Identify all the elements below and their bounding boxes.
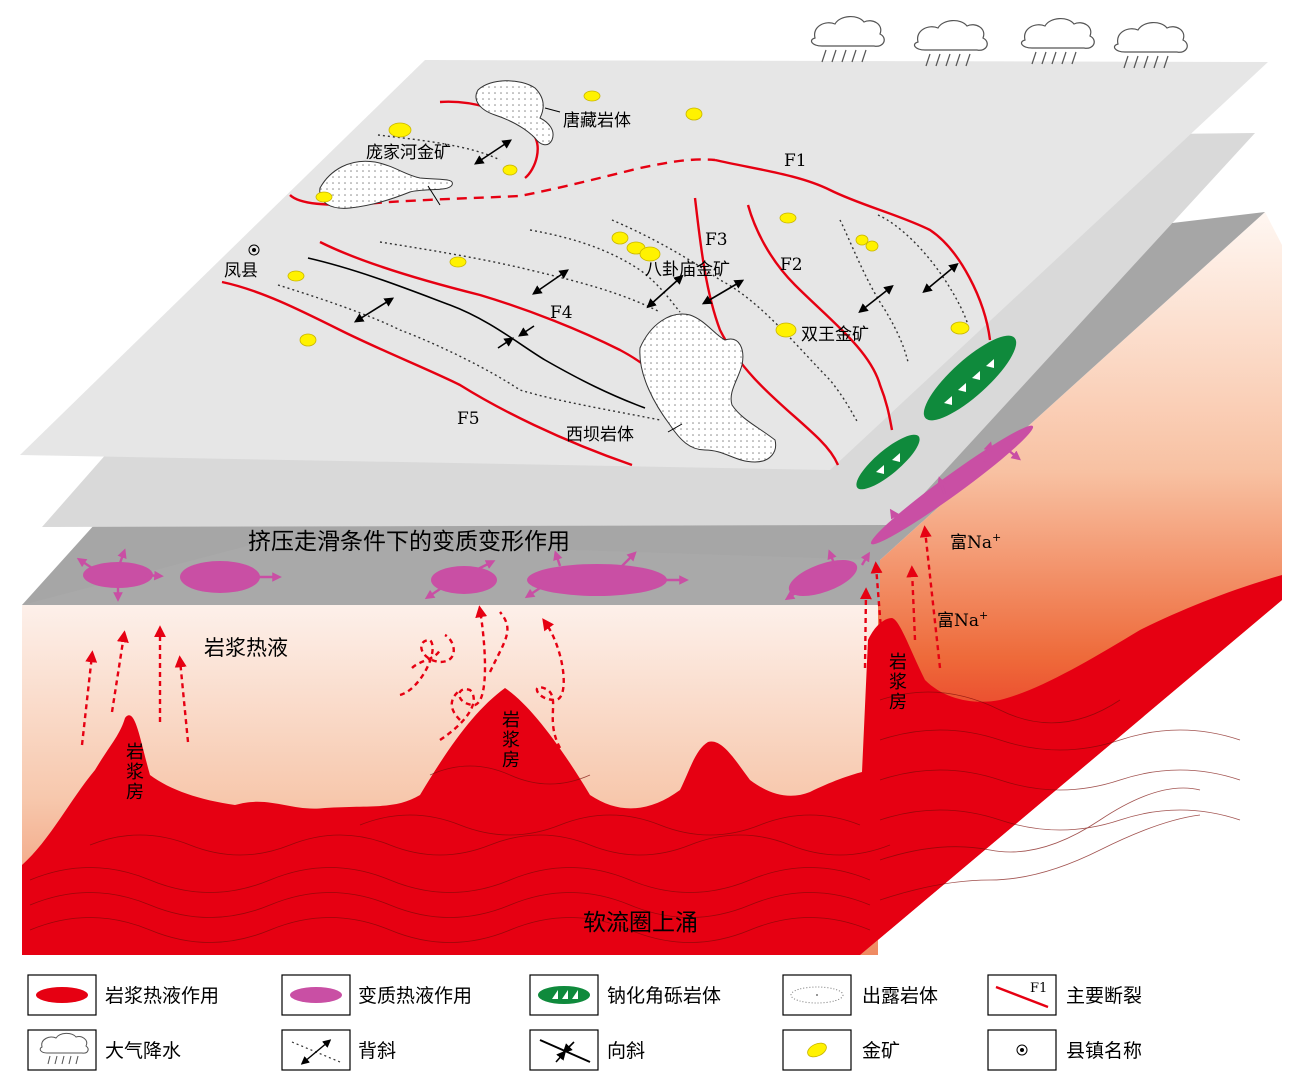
label-rich-na-upper: 富Na+ xyxy=(950,531,1001,553)
leader-lines xyxy=(427,107,683,433)
legend-label-10: 县镇名称 xyxy=(1066,1040,1142,1062)
outcrop-plutons xyxy=(319,80,777,463)
label-shuangwang: 双王金矿 xyxy=(801,325,869,345)
rain-cloud-icon xyxy=(1113,22,1188,69)
legend: 岩浆热液作用 变质热液作用 钠化角砾岩体 出露岩体 F1 主要断裂 xyxy=(27,974,1142,1071)
magma-ellipse-icon xyxy=(36,987,88,1003)
label-compression: 挤压走滑条件下的变质变形作用 xyxy=(248,529,570,555)
fengxian-town-icon xyxy=(248,244,260,256)
label-xiba: 西坝岩体 xyxy=(566,425,634,445)
legend-label-2: 变质热液作用 xyxy=(358,985,472,1007)
metamorphic-ellipse-icon xyxy=(290,987,342,1003)
label-f5: F5 xyxy=(457,409,480,429)
label-f1: F1 xyxy=(784,151,807,171)
block-body xyxy=(22,212,1282,955)
syncline-axis xyxy=(307,257,646,409)
rain-cloud-icon xyxy=(913,20,988,67)
label-tangzang: 唐藏岩体 xyxy=(563,110,631,131)
legend-label-3: 钠化角砾岩体 xyxy=(607,985,721,1007)
fault-f5 xyxy=(221,280,633,467)
syncline-icon xyxy=(539,1039,591,1063)
label-f4: F4 xyxy=(550,303,573,323)
gold-ores xyxy=(287,90,970,347)
town-icon xyxy=(1016,1044,1028,1056)
label-fengxian: 凤县 xyxy=(224,261,258,281)
legend-label-7: 背斜 xyxy=(358,1040,396,1062)
legend-label-5: 主要断裂 xyxy=(1066,985,1142,1007)
legend-label-9: 金矿 xyxy=(862,1040,900,1062)
anticline-icon xyxy=(291,1039,341,1065)
label-asthenosphere: 软流圈上涌 xyxy=(583,910,698,936)
legend-label-4: 出露岩体 xyxy=(862,985,938,1007)
asthenosphere-layer-lines xyxy=(29,691,1241,943)
outcrop-icon xyxy=(790,986,844,1004)
pangjiahe-pluton xyxy=(319,160,453,209)
gold-ore-icon xyxy=(807,1042,827,1058)
breccia-icon xyxy=(538,986,590,1004)
label-rich-na-lower: 富Na+ xyxy=(937,609,988,631)
top-map-layer xyxy=(20,60,1268,470)
label-f3: F3 xyxy=(705,230,728,250)
label-magma-fluid: 岩浆热液 xyxy=(204,636,288,660)
fault-line-icon xyxy=(995,985,1049,1009)
xiba-pluton xyxy=(639,313,777,463)
label-chamber-middle: 岩浆房 xyxy=(502,710,520,771)
syncline-arrows xyxy=(497,325,535,349)
fault-f3 xyxy=(693,197,840,466)
metamorphic-hydrothermal-bodies xyxy=(76,425,1034,602)
fault-f1-dashed xyxy=(354,158,716,207)
label-bagua: 八卦庙金矿 xyxy=(645,260,730,280)
fault-f1-east xyxy=(714,158,992,341)
legend-label-6: 大气降水 xyxy=(105,1040,181,1062)
magmatic-fluid-arrows xyxy=(80,525,942,749)
sodium-breccia-bodies xyxy=(856,335,1017,490)
legend-label-8: 向斜 xyxy=(607,1040,645,1062)
atmospheric-precipitation xyxy=(810,16,1188,69)
label-chamber-left: 岩浆房 xyxy=(126,742,144,803)
anticline-arrows xyxy=(353,139,959,323)
rain-cloud-icon xyxy=(39,1032,89,1065)
legend-fault-tag: F1 xyxy=(1030,981,1047,996)
fault-f2 xyxy=(746,204,894,431)
label-f2: F2 xyxy=(780,255,803,275)
fault-f4 xyxy=(319,240,653,373)
label-pangjiahe: 庞家河金矿 xyxy=(366,143,451,163)
label-chamber-right: 岩浆房 xyxy=(889,652,907,713)
rain-cloud-icon xyxy=(1020,18,1095,65)
rain-cloud-icon xyxy=(810,16,885,63)
legend-label-1: 岩浆热液作用 xyxy=(105,985,219,1007)
asthenosphere-front xyxy=(22,575,1282,955)
tangzang-pluton xyxy=(475,80,554,146)
